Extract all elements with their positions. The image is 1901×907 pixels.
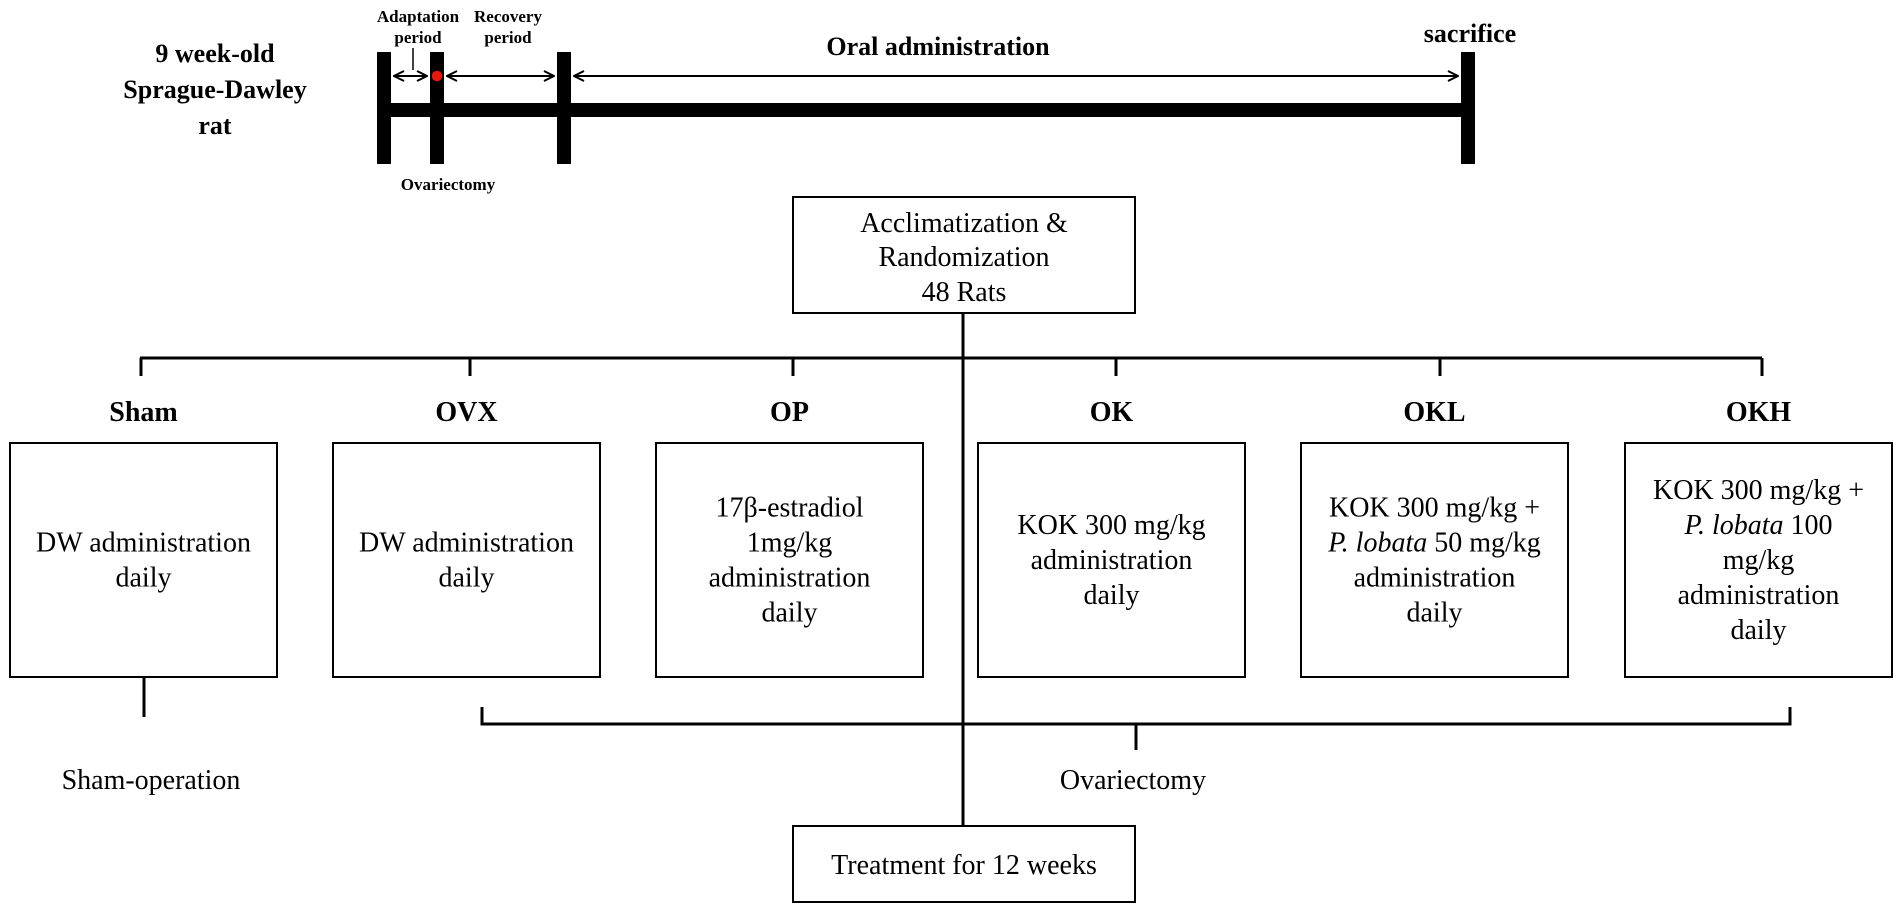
- group-box-okh: [1624, 442, 1893, 678]
- group-okh-text-line3: mg/kg: [1723, 545, 1795, 576]
- timeline-ovariectomy-tick: [430, 52, 444, 164]
- group-okl-text-segment: KOK 300 mg/kg +: [1329, 493, 1540, 524]
- treatment-text: Treatment for 12 weeks: [831, 850, 1097, 881]
- group-op-text-segment: 17β-estradiol: [716, 493, 864, 524]
- group-name-ovx: OVX: [435, 397, 497, 428]
- group-name-okh: OKH: [1726, 397, 1792, 428]
- timeline-bar: [378, 103, 1472, 117]
- ovariectomy-marker: [430, 69, 444, 83]
- randomization-text-line2: Randomization: [878, 242, 1049, 273]
- group-box-ovx: [332, 442, 601, 678]
- group-okl-text-segment: daily: [1407, 598, 1463, 629]
- group-name-ok: OK: [1090, 397, 1134, 428]
- randomization-text-line3: 48 Rats: [922, 277, 1007, 308]
- group-okh-text-line5: daily: [1731, 615, 1787, 646]
- group-okh-text-segment: 100: [1784, 510, 1833, 541]
- ovariectomy-group-label: Ovariectomy: [1060, 765, 1206, 796]
- root-node: Acclimatization & Randomization 48 Rats: [792, 196, 1136, 314]
- group-okh-text-segment: KOK 300 mg/kg +: [1653, 475, 1864, 506]
- group-okh-text-line2: P. lobata 100: [1683, 510, 1832, 541]
- timeline-sacrifice-tick: [1461, 52, 1475, 164]
- group-name-okl: OKL: [1403, 397, 1465, 428]
- group-op-text-segment: 1mg/kg: [747, 528, 833, 559]
- timeline-treatment-start-tick: [557, 52, 571, 164]
- group-name-sham: Sham: [109, 397, 177, 428]
- group-okh-text-line1: KOK 300 mg/kg +: [1653, 475, 1864, 506]
- group-ovx-text-line1: DW administration: [359, 528, 574, 559]
- group-ok-text-line1: KOK 300 mg/kg: [1017, 510, 1205, 541]
- recovery-label-line2: period: [484, 28, 532, 47]
- group-ovx-text-line2: daily: [439, 563, 495, 594]
- group-op-text-line3: administration: [709, 563, 871, 594]
- randomization-text-line1: Acclimatization &: [860, 208, 1068, 239]
- group-okl-text-line2: P. lobata 50 mg/kg: [1327, 528, 1541, 559]
- group-okl-text-segment: administration: [1354, 563, 1516, 594]
- group-ok-text-segment: administration: [1031, 545, 1193, 576]
- oral-administration-label: Oral administration: [826, 32, 1050, 61]
- group-box-okl: [1300, 442, 1569, 678]
- group-ok-text-line2: administration: [1031, 545, 1193, 576]
- group-okh-text-segment: P. lobata: [1683, 510, 1783, 541]
- group-op-text-segment: administration: [709, 563, 871, 594]
- group-sham-text-segment: DW administration: [36, 528, 251, 559]
- sacrifice-label: sacrifice: [1424, 19, 1516, 48]
- treatment-groups: Sham DW administration daily OVX DW administ…: [9, 397, 1893, 678]
- adaptation-label-line1: Adaptation: [377, 7, 460, 26]
- ovariectomy-bracket: [480, 707, 1792, 726]
- timeline: 9 week-old Sprague-Dawley rat Adaptation…: [123, 7, 1516, 194]
- group-box-ok: [977, 442, 1246, 678]
- sham-operation-label: Sham-operation: [62, 765, 241, 796]
- group-op-text-line1: 17β-estradiol: [716, 493, 864, 524]
- group-sham-text-line1: DW administration: [36, 528, 251, 559]
- recovery-label-line1: Recovery: [474, 7, 542, 26]
- group-okh-text-segment: administration: [1678, 580, 1840, 611]
- group-okh-text-segment: daily: [1731, 615, 1787, 646]
- group-okl-text-line3: administration: [1354, 563, 1516, 594]
- group-op-text-segment: daily: [762, 598, 818, 629]
- group-sham-text-line2: daily: [116, 563, 172, 594]
- group-op-text-line2: 1mg/kg: [747, 528, 833, 559]
- connectors: [139, 313, 1792, 826]
- subject-label-line3: rat: [198, 111, 232, 140]
- group-okl-text-line4: daily: [1407, 598, 1463, 629]
- subject-label-line1: 9 week-old: [155, 39, 275, 68]
- treatment-box: [792, 825, 1136, 903]
- adaptation-label-line2: period: [394, 28, 442, 47]
- treatment-node: Treatment for 12 weeks: [792, 825, 1136, 903]
- group-ok-text-segment: daily: [1084, 580, 1140, 611]
- group-ovx-text-segment: DW administration: [359, 528, 574, 559]
- group-ok-text-segment: KOK 300 mg/kg: [1017, 510, 1205, 541]
- group-okh-text-segment: mg/kg: [1723, 545, 1795, 576]
- group-okl-text-line1: KOK 300 mg/kg +: [1329, 493, 1540, 524]
- group-ovx-text-segment: daily: [439, 563, 495, 594]
- group-box-op: [655, 442, 924, 678]
- group-okl-text-segment: 50 mg/kg: [1427, 528, 1541, 559]
- subject-label-line2: Sprague-Dawley: [123, 75, 306, 104]
- ovariectomy-timeline-label: Ovariectomy: [401, 175, 496, 194]
- group-op-text-line4: daily: [762, 598, 818, 629]
- group-ok-text-line3: daily: [1084, 580, 1140, 611]
- timeline-start-tick: [377, 52, 391, 164]
- group-okl-text-segment: P. lobata: [1327, 528, 1427, 559]
- group-name-op: OP: [770, 397, 809, 428]
- group-okh-text-line4: administration: [1678, 580, 1840, 611]
- randomization-box: [792, 196, 1136, 314]
- group-sham-text-segment: daily: [116, 563, 172, 594]
- group-box-sham: [9, 442, 278, 678]
